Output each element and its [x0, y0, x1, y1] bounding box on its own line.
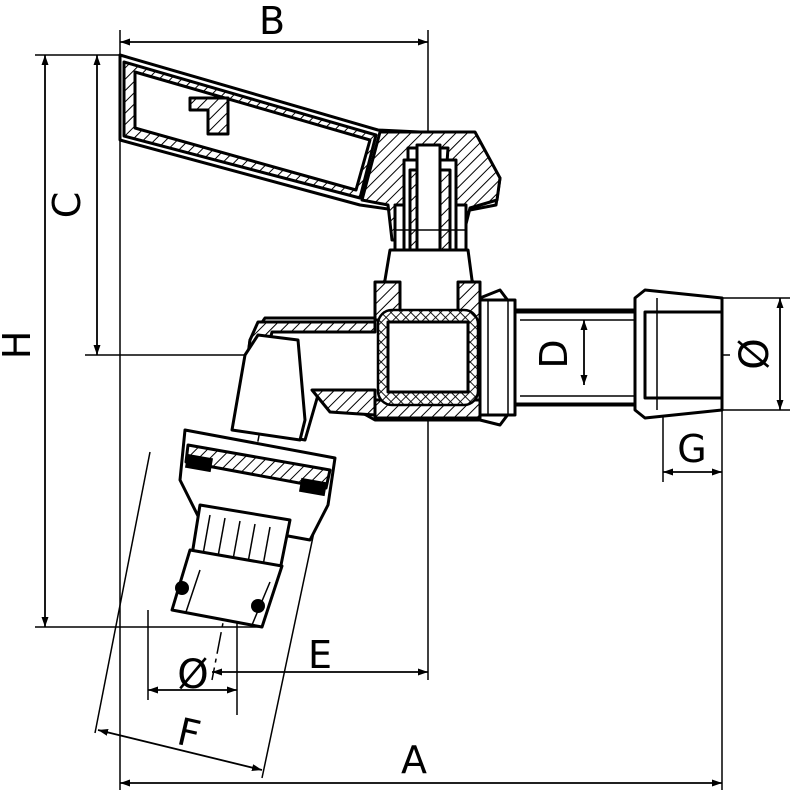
dimension-labels: B A H C D Ø G E Ø F [0, 0, 778, 782]
label-h: H [0, 331, 39, 360]
outlet-assembly [170, 333, 337, 629]
label-c: C [45, 192, 89, 219]
valve-body [236, 248, 724, 442]
label-e: E [308, 633, 332, 677]
dimension-lines [41, 38, 784, 787]
label-inlet-diameter: Ø [177, 652, 208, 698]
label-b: B [259, 0, 285, 43]
label-d: D [532, 339, 576, 368]
label-a: A [401, 738, 427, 782]
label-g: G [677, 427, 706, 471]
label-f: F [173, 709, 204, 757]
label-outlet-diameter: Ø [732, 338, 778, 369]
